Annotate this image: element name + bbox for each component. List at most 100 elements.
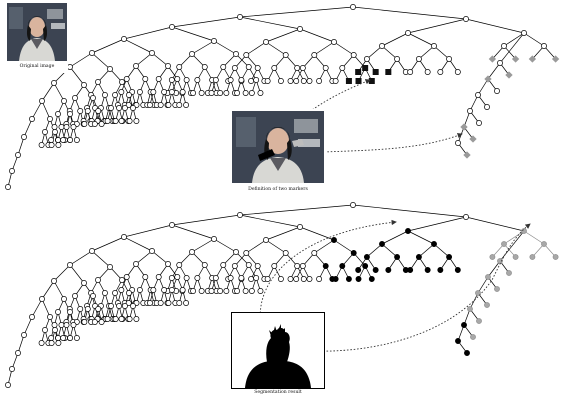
circle-node-icon [155,274,162,280]
square-marker-icon [345,78,352,84]
circle-node-icon [133,261,139,267]
circle-node-icon [133,316,140,322]
tree-edge [299,226,335,241]
circle-node-icon [363,56,370,62]
circle-node-icon [60,335,67,341]
tree-edge [123,38,153,54]
circle-node-icon [55,309,61,315]
gray-node-icon [489,254,496,260]
circle-node-icon [248,90,255,96]
circle-node-icon [70,322,77,328]
circle-node-icon [112,290,118,296]
circle-node-icon [169,24,175,30]
circle-node-icon [208,90,215,96]
circle-node-icon [89,50,95,56]
segment-node-icon [424,267,431,273]
circle-node-icon [89,248,95,254]
circle-node-icon [142,274,149,280]
segment-node-icon [394,254,401,260]
circle-node-icon [424,69,431,75]
circle-node-icon [126,118,133,124]
circle-node-icon [146,102,153,108]
square-marker-icon [355,78,362,84]
tree-edge [171,224,215,240]
circle-node-icon [91,319,98,325]
circle-node-icon [306,276,313,282]
circle-node-icon [118,118,125,124]
tree-edge [265,28,301,43]
tree-edge [499,32,525,64]
circle-node-icon [133,63,139,69]
circle-node-icon [212,77,219,83]
circle-node-icon [73,335,80,341]
tree-edge [135,250,153,265]
circle-node-icon [130,303,136,309]
circle-node-icon [47,314,53,320]
circle-node-icon [155,76,162,82]
circle-node-icon [77,108,84,114]
circle-node-icon [161,287,168,293]
tree-edge [171,26,215,42]
circle-node-icon [61,296,67,302]
circle-node-icon [67,111,73,117]
tree-edge [314,41,335,56]
circle-node-icon [95,277,101,283]
circle-node-icon [58,124,65,130]
gray-node-icon [470,334,476,340]
circle-node-icon [84,306,91,312]
circle-node-icon [121,105,128,111]
circle-node-icon [51,278,57,284]
tree-edge [381,230,409,245]
tree-edge [381,32,409,47]
circle-node-icon [9,168,15,174]
tree-edge [239,214,301,228]
circle-node-icon [294,263,301,269]
circle-node-icon [112,316,119,322]
circle-node-icon [136,287,143,293]
circle-node-icon [48,335,55,341]
tree-edge [213,40,237,55]
circle-node-icon [476,120,482,126]
circle-node-icon [168,89,175,95]
circle-node-icon [112,92,118,98]
circle-node-icon [108,303,114,309]
circle-node-icon [233,51,239,57]
tree-edge [191,53,206,68]
tree-edge [299,28,335,43]
circle-node-icon [118,316,125,322]
tree-edge [503,243,516,258]
circle-node-icon [183,102,190,108]
circle-node-icon [72,293,78,299]
circle-node-icon [293,276,300,282]
circle-node-icon [541,43,547,49]
circle-node-icon [201,262,208,268]
tree-edge [246,239,267,254]
circle-node-icon [299,263,306,269]
circle-node-icon [248,276,255,282]
circle-node-icon [157,102,164,108]
tree-edge [381,243,398,258]
circle-node-icon [168,77,175,83]
circle-node-icon [220,262,227,268]
dotted-arrow-icon [323,133,463,153]
circle-node-icon [176,262,183,268]
circle-node-icon [407,69,414,75]
circle-node-icon [211,38,217,44]
circle-node-icon [150,287,157,293]
segment-node-icon [331,237,337,243]
diamond-marker-icon [528,55,537,63]
tree-edge [492,243,505,258]
segmentation-result-image [231,312,325,389]
tree-edge [41,100,51,120]
tree-edge [222,251,237,266]
tree-edge [151,52,169,67]
circle-node-icon [263,39,269,45]
tree-edge [69,264,85,284]
tree-edge [213,238,237,253]
circle-node-icon [77,306,84,312]
circle-node-icon [331,39,337,45]
tree-edge [41,280,55,300]
segment-node-icon [368,276,375,282]
circle-node-icon [146,300,153,306]
tree-edge [465,18,525,34]
